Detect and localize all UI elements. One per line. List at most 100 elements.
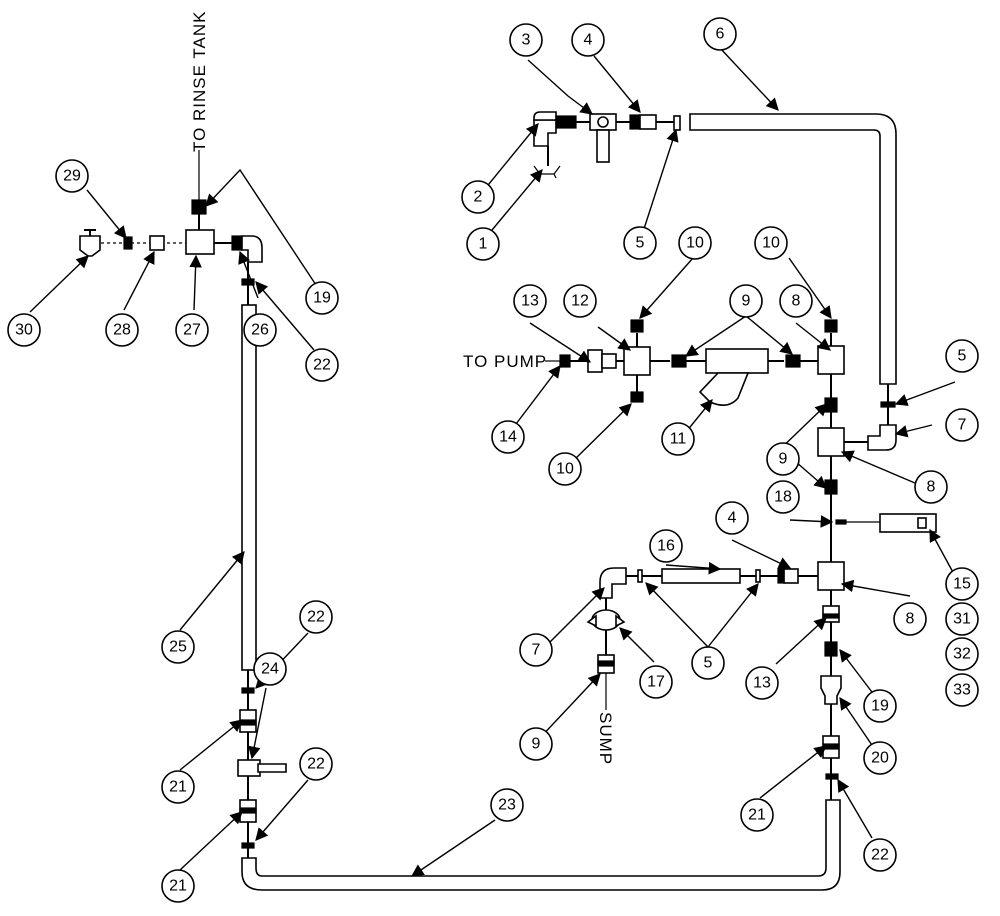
callout-5-lower: 5 (691, 646, 725, 680)
part-5-clamp-top (673, 115, 681, 131)
callout-1: 1 (466, 227, 500, 261)
svg-text:6: 6 (716, 26, 725, 43)
callout-27: 27 (175, 313, 209, 347)
svg-text:16: 16 (657, 538, 675, 555)
svg-text:30: 30 (15, 322, 33, 339)
label-sump: SUMP (596, 712, 615, 765)
svg-text:23: 23 (498, 797, 516, 814)
part-23-hose (241, 799, 841, 891)
svg-text:22: 22 (307, 756, 325, 773)
svg-text:29: 29 (63, 168, 81, 185)
callout-9-sump: 9 (519, 727, 553, 761)
part-27-tee (185, 229, 215, 255)
part-25-hose (241, 304, 257, 671)
upper-supply-assembly (533, 111, 897, 451)
callout-12: 12 (563, 284, 597, 318)
svg-text:21: 21 (169, 878, 187, 895)
svg-text:22: 22 (313, 357, 331, 374)
callout-25: 25 (161, 630, 195, 664)
part-4-coupler-lower (783, 568, 799, 584)
part-9-nipple-lower (824, 479, 838, 495)
callout-16: 16 (649, 529, 683, 563)
callouts: 1 2 3 4 6 5 5 7 10 10 13 12 9 8 14 10 11… (7, 17, 979, 903)
callout-20: 20 (863, 741, 897, 775)
part-7-elbow-lower (599, 567, 627, 599)
callout-22-right: 22 (863, 838, 897, 872)
callout-21-left-lower: 21 (161, 869, 195, 903)
part-19-coupling-lower (824, 641, 838, 657)
callout-28: 28 (105, 313, 139, 347)
callout-9-top: 9 (729, 284, 763, 318)
callout-33: 33 (945, 673, 979, 707)
svg-text:1: 1 (479, 236, 488, 253)
svg-text:22: 22 (307, 609, 325, 626)
svg-text:3: 3 (522, 32, 531, 49)
callout-5-top: 5 (623, 226, 657, 260)
svg-text:5: 5 (958, 348, 967, 365)
svg-text:13: 13 (753, 675, 771, 692)
callout-19-right: 19 (863, 689, 897, 723)
callout-32: 32 (945, 637, 979, 671)
callout-6: 6 (703, 17, 737, 51)
callout-11: 11 (661, 422, 695, 456)
callout-4-top: 4 (571, 23, 605, 57)
svg-text:9: 9 (742, 293, 751, 310)
callout-31: 31 (945, 602, 979, 636)
callout-19-left: 19 (305, 281, 339, 315)
svg-text:21: 21 (169, 779, 187, 796)
callout-13-top: 13 (513, 284, 547, 318)
svg-text:25: 25 (169, 639, 187, 656)
svg-text:9: 9 (532, 736, 541, 753)
callout-22-lower: 22 (299, 747, 333, 781)
svg-text:7: 7 (958, 417, 967, 434)
part-15-gauge (879, 513, 937, 533)
callout-24: 24 (253, 652, 287, 686)
part-28-nipple (149, 235, 165, 251)
label-to-pump: TO PUMP (463, 352, 547, 371)
part-4-coupler (639, 114, 657, 130)
leader-lines (29, 47, 956, 877)
svg-text:5: 5 (704, 655, 713, 672)
callout-5-right: 5 (945, 339, 979, 373)
callout-7-right: 7 (945, 408, 979, 442)
svg-text:22: 22 (871, 847, 889, 864)
svg-text:19: 19 (313, 290, 331, 307)
callout-4-lower: 4 (715, 501, 749, 535)
pump-assembly: TO PUMP (463, 319, 937, 800)
svg-text:4: 4 (584, 32, 593, 49)
svg-text:7: 7 (532, 642, 541, 659)
part-8-tee-bottom (817, 561, 845, 591)
svg-text:32: 32 (953, 646, 971, 663)
label-to-rinse-tank: TO RINSE TANK (190, 11, 209, 152)
part-20-check-valve (820, 675, 842, 705)
svg-text:28: 28 (113, 322, 131, 339)
svg-text:5: 5 (636, 235, 645, 252)
part-8-tee-top (817, 345, 845, 375)
part-12-cross (623, 346, 651, 376)
svg-text:10: 10 (686, 235, 704, 252)
callout-14: 14 (491, 420, 525, 454)
part-9-nipple-right (785, 354, 801, 368)
svg-text:19: 19 (871, 698, 889, 715)
part-24-ball-valve (237, 759, 261, 777)
part-10-plug-bottom (630, 391, 644, 403)
callout-13-lower: 13 (745, 666, 779, 700)
part-24-valve-handle (257, 763, 287, 773)
callout-3: 3 (509, 23, 543, 57)
part-29-fitting (123, 236, 133, 250)
part-30-valve (79, 235, 101, 257)
svg-text:11: 11 (670, 431, 687, 448)
part-5-clamp-right-lower (755, 569, 761, 583)
part-5-clamp-left-lower (637, 569, 643, 583)
callout-23: 23 (490, 788, 524, 822)
callout-22-mid: 22 (299, 600, 333, 634)
callout-15: 15 (945, 567, 979, 601)
callout-29: 29 (55, 159, 89, 193)
callout-8-top: 8 (779, 284, 813, 318)
callout-10-left: 10 (678, 226, 712, 260)
callout-30: 30 (7, 313, 41, 347)
callout-10-right: 10 (754, 226, 788, 260)
part-10-plug-right (824, 319, 838, 333)
svg-text:20: 20 (871, 750, 889, 767)
callout-26: 26 (243, 313, 277, 347)
